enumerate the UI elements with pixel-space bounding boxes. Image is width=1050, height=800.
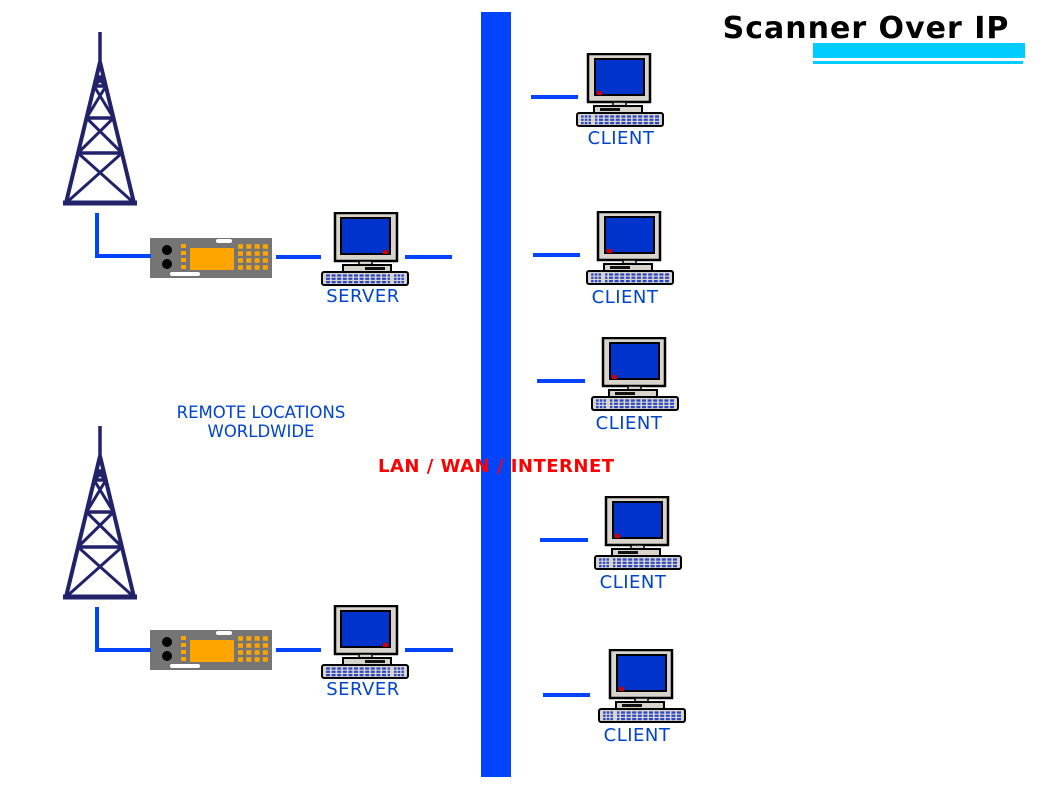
client-label: CLIENT [591, 287, 659, 308]
radio-scanner-icon [150, 238, 272, 278]
client-label: CLIENT [603, 725, 671, 746]
remote-locations-line1: REMOTE LOCATIONS [176, 403, 346, 422]
server-computer-icon [320, 605, 410, 679]
client-computer-icon [590, 337, 680, 411]
network-backbone-bar [481, 12, 511, 777]
connection-line-tower1 [95, 213, 99, 258]
page-title: Scanner Over IP [722, 11, 1010, 46]
connection-line-scanner2-server2 [276, 648, 321, 652]
antenna-tower-icon [60, 424, 140, 604]
antenna-tower-icon [60, 30, 140, 210]
client-label: CLIENT [599, 572, 667, 593]
network-label: LAN / WAN / INTERNET [378, 456, 615, 477]
client-label: CLIENT [595, 413, 663, 434]
title-underline-thin [813, 61, 1023, 64]
remote-locations-label: REMOTE LOCATIONS WORLDWIDE [138, 403, 384, 441]
client-label: CLIENT [587, 128, 655, 149]
connection-line-client4 [540, 538, 588, 542]
connection-line-tower1-scanner1 [95, 254, 151, 258]
connection-line-client5 [543, 693, 590, 697]
server-computer-icon [320, 212, 410, 286]
remote-locations-line2: WORLDWIDE [207, 422, 315, 441]
connection-line-server1-backbone [405, 255, 452, 259]
server-label: SERVER [326, 679, 400, 700]
connection-line-server2-backbone [405, 648, 453, 652]
server-label: SERVER [326, 286, 400, 307]
client-computer-icon [575, 53, 665, 127]
connection-line-tower2 [95, 607, 99, 652]
radio-scanner-icon [150, 630, 272, 670]
connection-line-client2 [533, 253, 580, 257]
title-underline [813, 43, 1025, 58]
client-computer-icon [597, 649, 687, 723]
connection-line-tower2-scanner2 [95, 648, 151, 652]
client-computer-icon [585, 211, 675, 285]
client-computer-icon [593, 496, 683, 570]
connection-line-client1 [531, 95, 578, 99]
connection-line-client3 [537, 379, 585, 383]
connection-line-scanner1-server1 [276, 255, 321, 259]
